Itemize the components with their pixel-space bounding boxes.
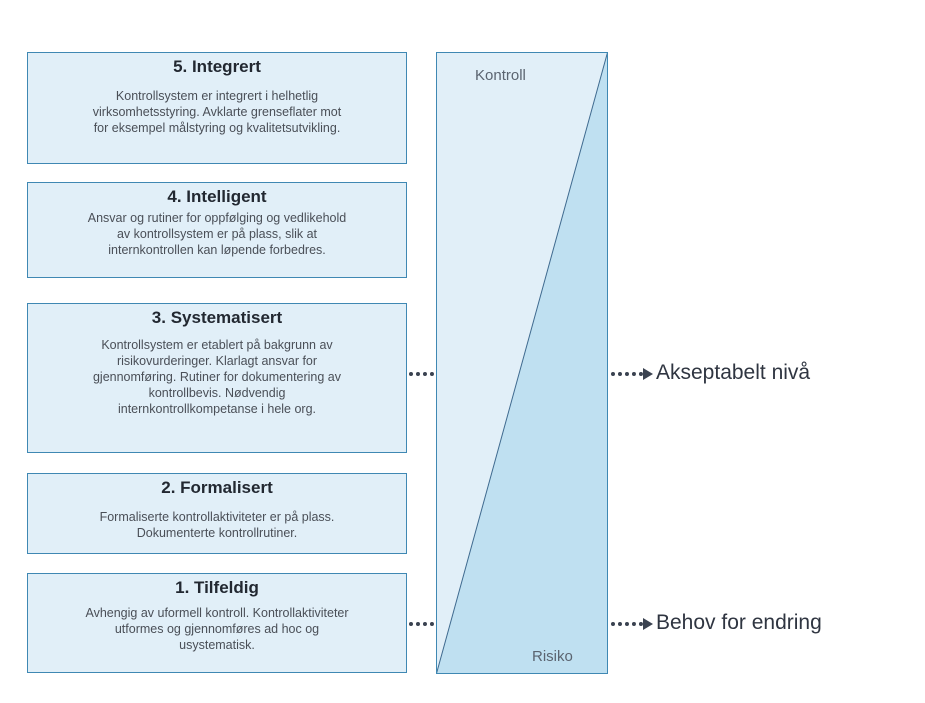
level-4-desc-line: internkontrollen kan løpende forbedres. [108, 243, 326, 257]
level-1-desc-line: usystematisk. [179, 638, 255, 652]
level-3-desc-line: internkontrollkompetanse i hele org. [117, 402, 317, 416]
level-4-box: 4. Intelligent Ansvar og rutiner for opp… [27, 182, 407, 278]
arrow-acceptable-line [611, 372, 643, 376]
change-needed-label: Behov for endring [656, 611, 822, 634]
risk-label: Risiko [532, 648, 573, 665]
level-3-description: Kontrollsystem er etablert på bakgrunn a… [28, 329, 406, 417]
arrow-acceptable-head [643, 368, 653, 380]
level-3-desc-line: Kontrollsystem er etablert på bakgrunn a… [101, 338, 333, 352]
level-4-description: Ansvar og rutiner for oppfølging og vedl… [28, 208, 406, 258]
arrow-change-line [611, 622, 643, 626]
connector-level-3 [409, 372, 434, 376]
level-5-desc-line: virksomhetsstyring. Avklarte grenseflate… [92, 105, 342, 119]
level-3-box: 3. Systematisert Kontrollsystem er etabl… [27, 303, 407, 453]
level-5-title: 5. Integrert [173, 57, 261, 76]
level-4-desc-line: Ansvar og rutiner for oppfølging og vedl… [87, 211, 347, 225]
level-3-title: 3. Systematisert [151, 308, 283, 327]
level-5-desc-line: for eksempel målstyring og kvalitetsutvi… [93, 121, 341, 135]
level-2-description: Formaliserte kontrollaktiviteter er på p… [28, 499, 406, 541]
connector-level-1 [409, 622, 434, 626]
level-1-description: Avhengig av uformell kontroll. Kontrolla… [28, 599, 406, 653]
level-1-title: 1. Tilfeldig [175, 578, 259, 597]
level-1-desc-line: utformes og gjennomføres ad hoc og [114, 622, 320, 636]
level-1-box: 1. Tilfeldig Avhengig av uformell kontro… [27, 573, 407, 673]
level-2-title: 2. Formalisert [161, 478, 273, 497]
control-risk-diagonal [436, 52, 608, 674]
arrow-change-head [643, 618, 653, 630]
level-3-desc-line: risikovurderinger. Klarlagt ansvar for [116, 354, 318, 368]
level-5-box: 5. Integrert Kontrollsystem er integrert… [27, 52, 407, 164]
control-label: Kontroll [475, 67, 526, 84]
level-1-desc-line: Avhengig av uformell kontroll. Kontrolla… [85, 606, 349, 620]
level-2-desc-line: Formaliserte kontrollaktiviteter er på p… [99, 510, 335, 524]
acceptable-level-label: Akseptabelt nivå [656, 361, 811, 384]
level-5-desc-line: Kontrollsystem er integrert i helhetlig [115, 89, 319, 103]
level-2-box: 2. Formalisert Formaliserte kontrollakti… [27, 473, 407, 554]
control-risk-panel [436, 52, 608, 674]
level-5-description: Kontrollsystem er integrert i helhetlig … [28, 78, 406, 136]
level-2-desc-line: Dokumenterte kontrollrutiner. [136, 526, 298, 540]
level-4-title: 4. Intelligent [167, 187, 267, 206]
level-3-desc-line: gjennomføring. Rutiner for dokumentering… [92, 370, 342, 384]
level-4-desc-line: av kontrollsystem er på plass, slik at [116, 227, 318, 241]
level-3-desc-line: kontrollbevis. Nødvendig [148, 386, 286, 400]
